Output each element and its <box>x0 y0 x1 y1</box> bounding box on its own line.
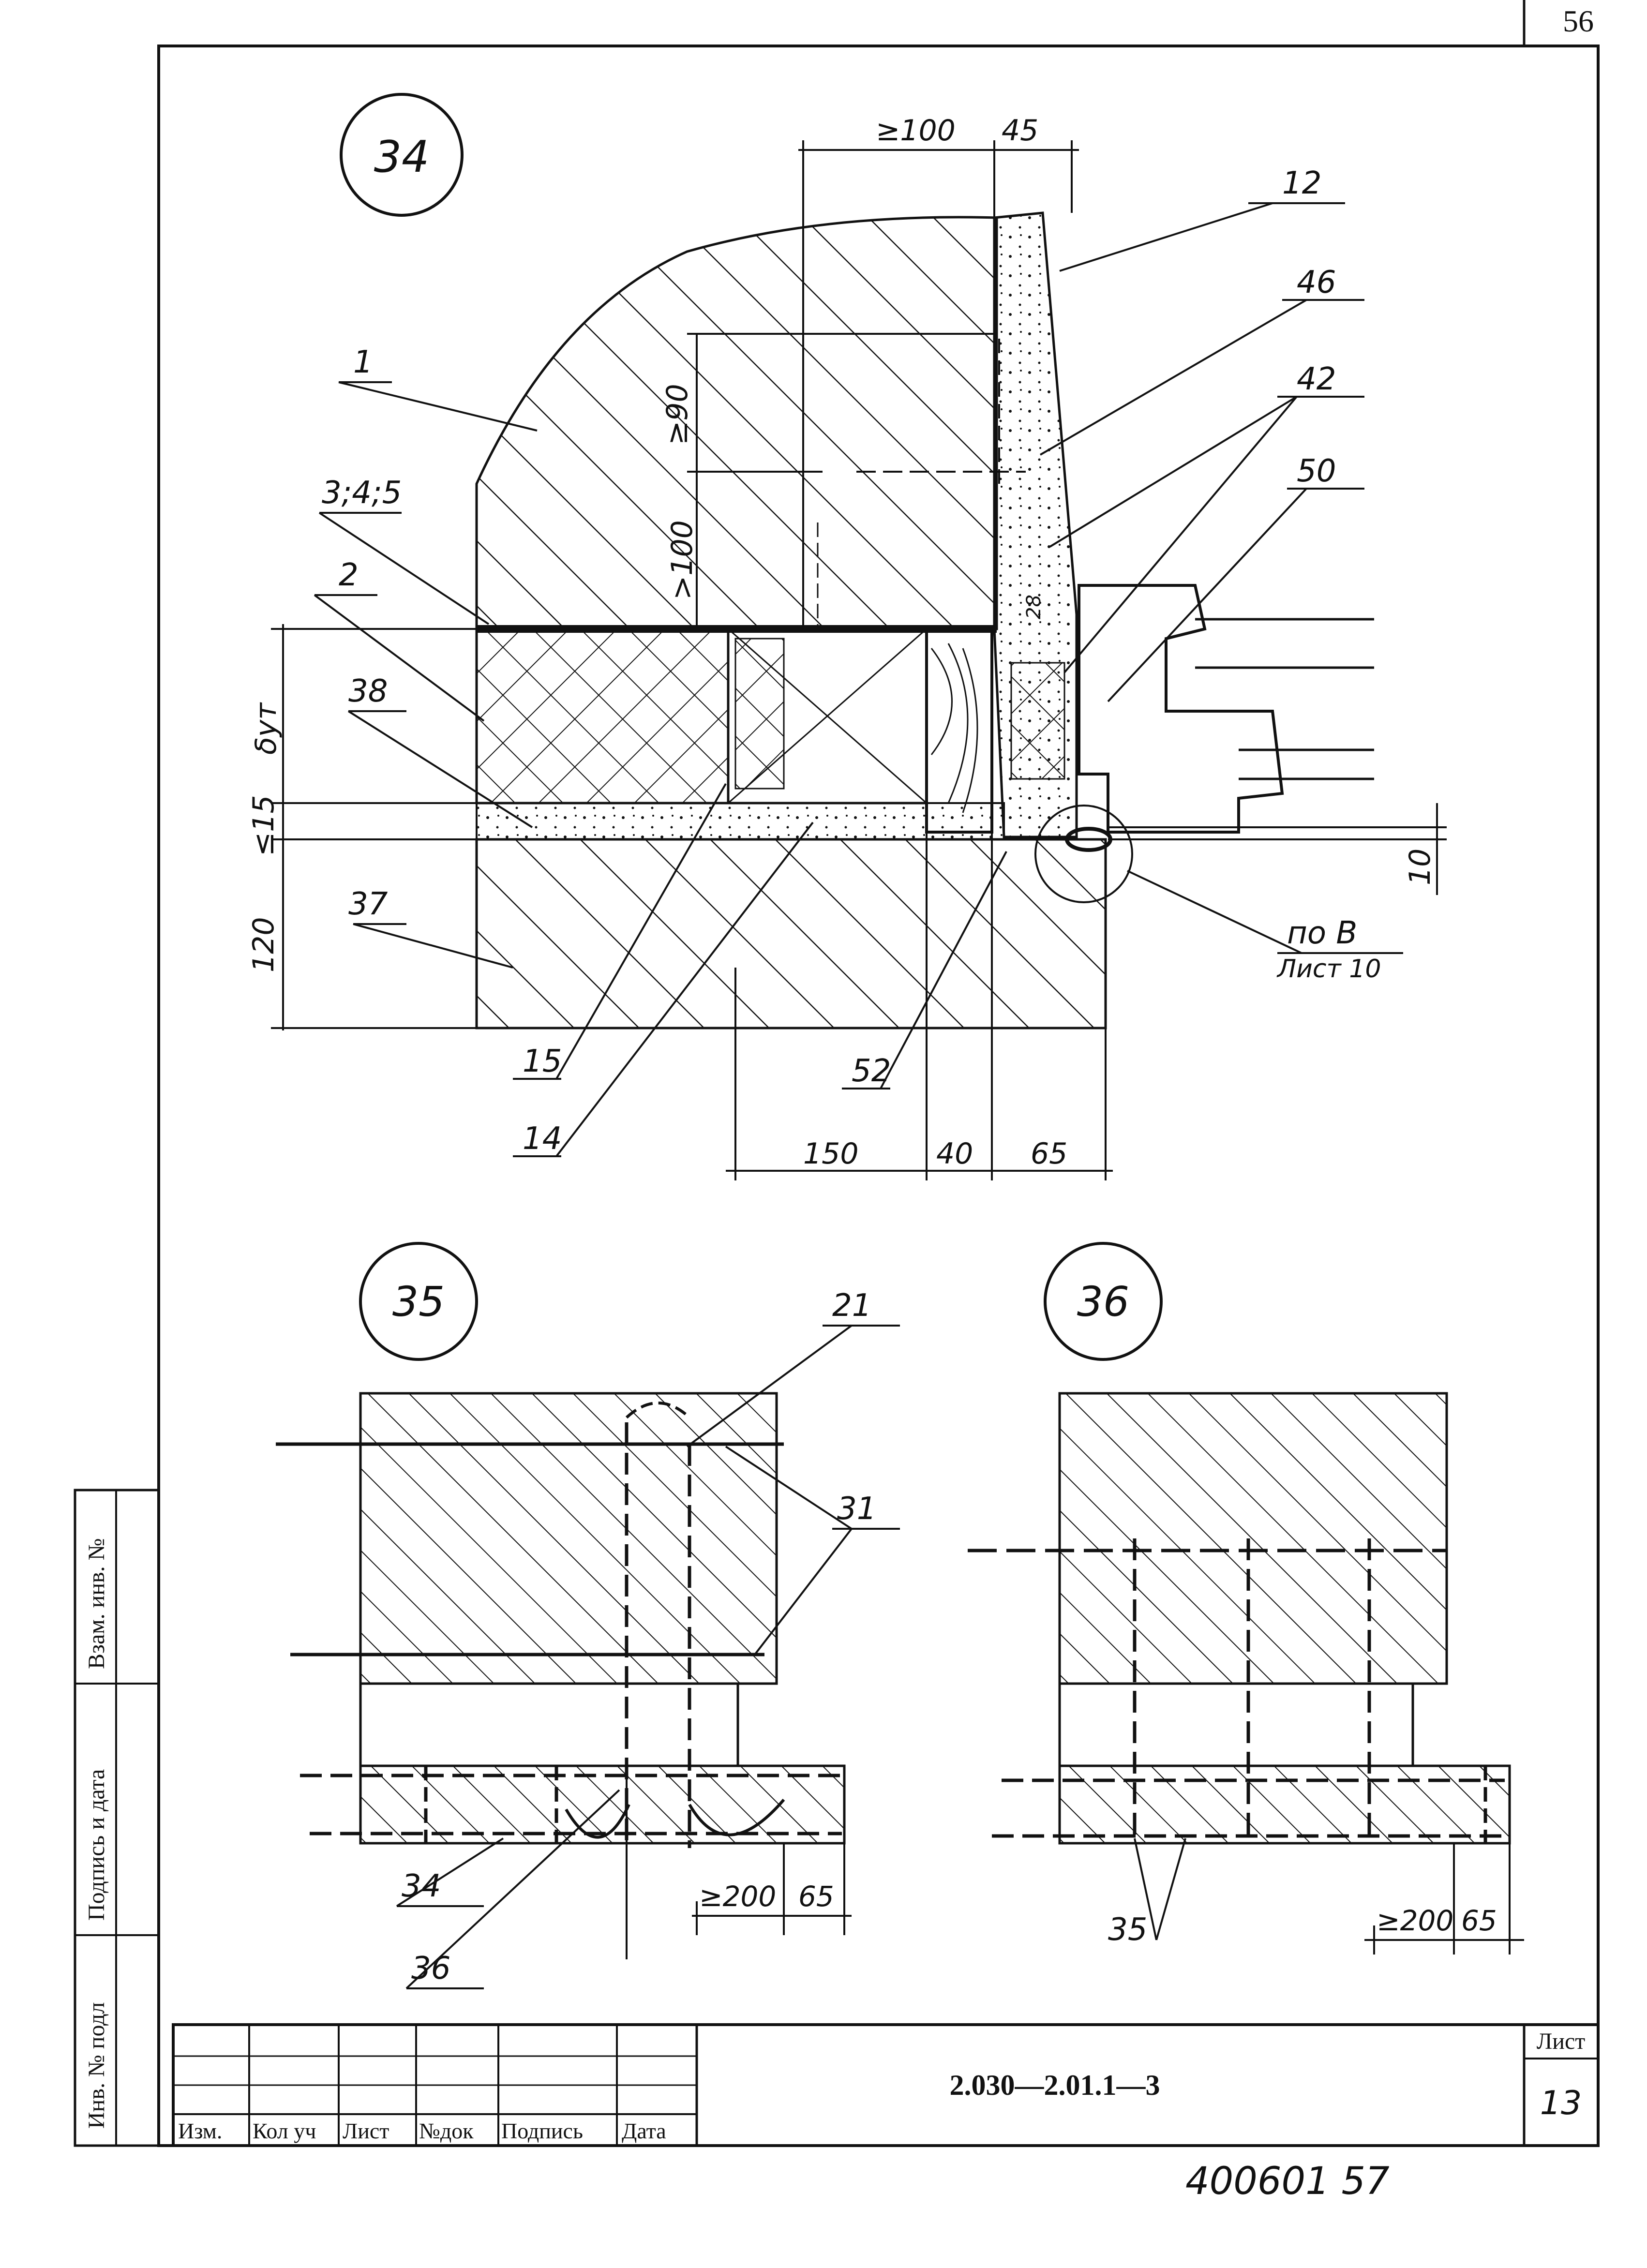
svg-text:52: 52 <box>852 1053 891 1089</box>
panel-insert <box>1010 662 1065 780</box>
stamp-inv-orig: Инв. № подл <box>84 2002 109 2129</box>
svg-text:≥200: ≥200 <box>1377 1904 1453 1937</box>
sheet-label: Лист <box>1537 2029 1586 2054</box>
svg-text:δут: δут <box>249 702 283 755</box>
svg-text:65: 65 <box>1031 1137 1067 1171</box>
svg-text:10: 10 <box>1403 849 1437 885</box>
detail-34: 34 <box>247 93 1447 1180</box>
svg-text:50: 50 <box>1297 453 1336 489</box>
svg-text:≤15: ≤15 <box>247 795 281 856</box>
svg-text:Подпись: Подпись <box>501 2119 583 2143</box>
svg-text:>100: >100 <box>665 520 699 600</box>
svg-text:65: 65 <box>798 1880 834 1913</box>
page-number-box: 56 <box>1523 0 1594 46</box>
svg-text:38: 38 <box>348 673 388 709</box>
wall-block-1 <box>475 216 998 630</box>
svg-text:≥100: ≥100 <box>876 114 956 148</box>
detail-36: 36 35 ≥200 65 <box>968 1242 1524 1955</box>
dimensions-34: ≥100 45 ≥90 >100 δут ≤15 120 10 28 150 4… <box>247 114 1437 1171</box>
wall-panel-36 <box>1058 1392 1448 1685</box>
svg-text:36: 36 <box>411 1951 450 1986</box>
svg-text:14: 14 <box>523 1121 562 1157</box>
title-block: Изм. Кол уч Лист №док Подпись Дата 2.030… <box>172 2023 1600 2147</box>
svg-text:3;4;5: 3;4;5 <box>322 475 402 511</box>
detail-35: 35 21 31 <box>276 1242 900 1989</box>
detail-label-36: 36 <box>1077 1278 1129 1326</box>
svg-text:28: 28 <box>1023 595 1045 619</box>
detail-label-34: 34 <box>374 132 430 182</box>
document-code: 2.030—2.01.1—3 <box>950 2069 1160 2101</box>
archive-number: 400601 57 <box>1185 2160 1390 2203</box>
svg-text:40: 40 <box>936 1137 973 1171</box>
svg-text:Дата: Дата <box>622 2119 666 2143</box>
svg-text:120: 120 <box>247 917 281 972</box>
svg-text:Кол уч: Кол уч <box>253 2119 316 2143</box>
wall-base-35 <box>359 1682 739 1767</box>
svg-text:12: 12 <box>1282 165 1321 201</box>
svg-text:≥90: ≥90 <box>660 384 694 445</box>
svg-text:2: 2 <box>339 557 359 593</box>
callouts-34: 12 46 42 50 1 3;4;5 2 38 37 15 14 52 по … <box>322 165 1381 1157</box>
detail-label-35: 35 <box>392 1278 445 1326</box>
sealant-layer-38 <box>476 802 1005 840</box>
svg-text:1: 1 <box>353 344 373 380</box>
sheet-number: 13 <box>1540 2084 1582 2122</box>
callouts-35: 21 31 34 36 ≥200 65 <box>402 1288 876 1986</box>
page-number: 56 <box>1563 4 1594 38</box>
floor-slab-37 <box>475 838 1107 1030</box>
stamp-sign-date: Подпись и дата <box>84 1769 109 1921</box>
svg-text:45: 45 <box>1002 114 1038 148</box>
detail-marker-36 <box>1044 1242 1163 1361</box>
callouts-36: 35 ≥200 65 <box>1108 1904 1497 1948</box>
svg-text:65: 65 <box>1461 1904 1497 1937</box>
insulation-layer-2 <box>475 627 730 805</box>
svg-text:46: 46 <box>1297 265 1336 300</box>
svg-text:37: 37 <box>348 886 388 922</box>
window-sill-box <box>925 627 993 834</box>
title-block-headers: Изм. Кол уч Лист №док Подпись Дата <box>178 2119 666 2143</box>
slab-36 <box>1058 1764 1511 1845</box>
svg-text:15: 15 <box>523 1044 562 1079</box>
svg-text:150: 150 <box>803 1137 859 1171</box>
detail-ref-circle <box>1034 805 1133 903</box>
svg-text:Лист 10: Лист 10 <box>1276 955 1381 984</box>
wall-panel-35 <box>359 1392 778 1685</box>
svg-text:34: 34 <box>402 1868 441 1904</box>
svg-text:Лист: Лист <box>343 2119 389 2143</box>
svg-text:35: 35 <box>1108 1912 1147 1948</box>
svg-text:42: 42 <box>1297 361 1336 397</box>
svg-text:21: 21 <box>832 1288 871 1324</box>
svg-text:по В: по В <box>1287 915 1357 951</box>
svg-text:≥200: ≥200 <box>699 1880 776 1913</box>
svg-text:Изм.: Изм. <box>178 2119 222 2143</box>
svg-text:№док: №док <box>419 2119 474 2143</box>
detail-marker-35 <box>359 1242 478 1361</box>
window-profile <box>1078 584 1284 834</box>
cross-insert <box>734 638 785 790</box>
wall-base-36 <box>1058 1682 1414 1767</box>
detail-marker-34 <box>340 93 464 217</box>
svg-text:31: 31 <box>837 1491 876 1527</box>
stamp-inv-repl: Взам. инв. № <box>84 1538 109 1670</box>
side-stamp: Инв. № подл Подпись и дата Взам. инв. № <box>74 1489 160 2147</box>
